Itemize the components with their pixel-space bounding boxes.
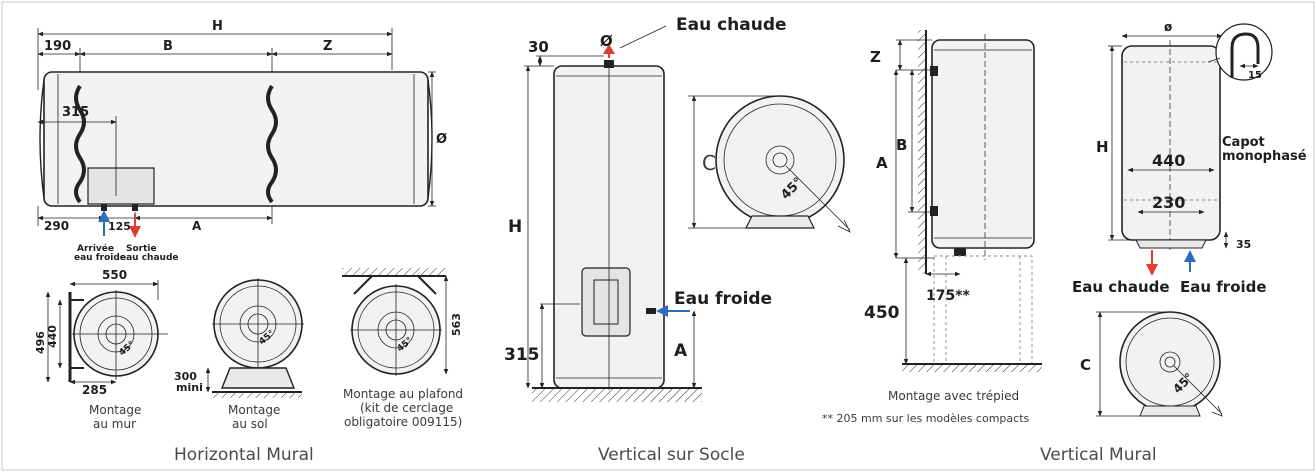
socle-dim-diameter: Ø — [600, 32, 613, 50]
sortie-label-2: eau chaude — [120, 253, 179, 263]
dim-300: 300 — [174, 370, 197, 383]
caption-wall-2: au mur — [93, 417, 136, 431]
dim-mini: mini — [176, 381, 203, 394]
mural-trepied: Montage avec trépied — [888, 389, 1019, 403]
panel-horizontal: H 190 B Z 315 Ø — [34, 19, 463, 465]
mural-dim-175: 175** — [926, 288, 971, 304]
mural-dim-230: 230 — [1152, 193, 1185, 212]
socle-eau-chaude: Eau chaude — [676, 15, 787, 35]
mural-hot-arrow — [1146, 264, 1158, 276]
cold-inlet-arrow-horizontal — [98, 210, 110, 222]
mural-dim-diameter: ø — [1164, 20, 1172, 34]
mural-capot-2: monophasé — [1222, 149, 1307, 164]
caption-floor-1: Montage — [228, 403, 280, 417]
arrivee-label-2: eau froide — [74, 253, 126, 263]
mural-eau-froide: Eau froide — [1180, 278, 1267, 296]
subview-floor-mount: 300 mini 45° Montage au sol — [174, 278, 304, 431]
dim-H-horizontal: H — [212, 19, 223, 34]
mural-dim-C: C — [1080, 356, 1091, 374]
sortie-label-1: Sortie — [126, 244, 157, 254]
dim-315-horizontal: 315 — [62, 105, 89, 120]
mural-dim-H: H — [1096, 138, 1109, 156]
socle-dim-H: H — [508, 217, 522, 237]
socle-eau-froide: Eau froide — [674, 289, 772, 309]
dim-496: 496 — [34, 331, 47, 354]
mural-dim-A: A — [876, 154, 888, 172]
subview-wall-mount: 550 496 440 285 45° Montage au mur — [34, 268, 168, 431]
dim-563: 563 — [450, 313, 463, 336]
mural-dim-450: 450 — [864, 303, 900, 323]
dim-290: 290 — [44, 219, 69, 233]
dim-285: 285 — [82, 383, 107, 397]
dim-B-horizontal: B — [163, 39, 173, 54]
tripod-ghost — [933, 255, 1033, 365]
socle-dim-A: A — [674, 341, 688, 361]
socle-control-panel — [581, 267, 631, 337]
caption-ceiling-2: (kit de cerclage — [360, 401, 453, 415]
socle-cold-arrow — [656, 305, 668, 317]
panel-vertical-socle: Eau chaude Ø 30 H 315 Eau froide A C 4 — [504, 15, 851, 465]
dim-125: 125 — [108, 220, 131, 233]
dim-diameter-horizontal: Ø — [436, 132, 447, 147]
mural-note: ** 205 mm sur les modèles compacts — [822, 412, 1030, 425]
caption-vertical-mural: Vertical Mural — [1040, 445, 1157, 465]
dim-550: 550 — [102, 268, 127, 282]
mural-capot-1: Capot — [1222, 135, 1265, 150]
mural-eau-chaude: Eau chaude — [1072, 278, 1170, 296]
caption-floor-2: au sol — [232, 417, 268, 431]
mural-dim-440: 440 — [1152, 151, 1185, 170]
caption-horizontal-mural: Horizontal Mural — [174, 445, 314, 465]
socle-dim-315: 315 — [504, 345, 540, 365]
arrivee-label-1: Arrivée — [77, 243, 114, 254]
dim-A-horizontal: A — [192, 219, 202, 233]
dim-190: 190 — [44, 39, 71, 54]
mural-tank — [931, 39, 1035, 249]
mural-cold-arrow — [1184, 250, 1196, 262]
dim-440-wall: 440 — [46, 325, 59, 348]
caption-ceiling-3: obligatoire 009115) — [344, 415, 462, 429]
caption-ceiling-1: Montage au plafond — [343, 387, 463, 401]
mural-dim-B: B — [896, 136, 907, 154]
hot-outlet-arrow-horizontal — [129, 226, 141, 238]
caption-wall-1: Montage — [89, 403, 141, 417]
detail-circle — [1215, 23, 1273, 81]
control-box — [87, 167, 155, 205]
mural-dim-Z: Z — [870, 48, 881, 66]
wall-bracket-right — [266, 84, 278, 204]
socle-dim-30: 30 — [528, 38, 549, 56]
dim-Z-horizontal: Z — [323, 39, 332, 54]
mural-dim-35: 35 — [1236, 238, 1251, 251]
socle-hot-arrow — [603, 44, 615, 54]
socle-dim-C: C — [702, 151, 716, 175]
subview-ceiling-mount: 563 45° Montage au plafond (kit de cercl… — [342, 268, 463, 429]
panel-vertical-mural: Z B A 450 175** Montage avec trépied ** … — [822, 20, 1307, 465]
wall-bracket-left — [74, 84, 86, 204]
mural-dim-15: 15 — [1248, 70, 1262, 81]
caption-vertical-socle: Vertical sur Socle — [598, 445, 745, 465]
